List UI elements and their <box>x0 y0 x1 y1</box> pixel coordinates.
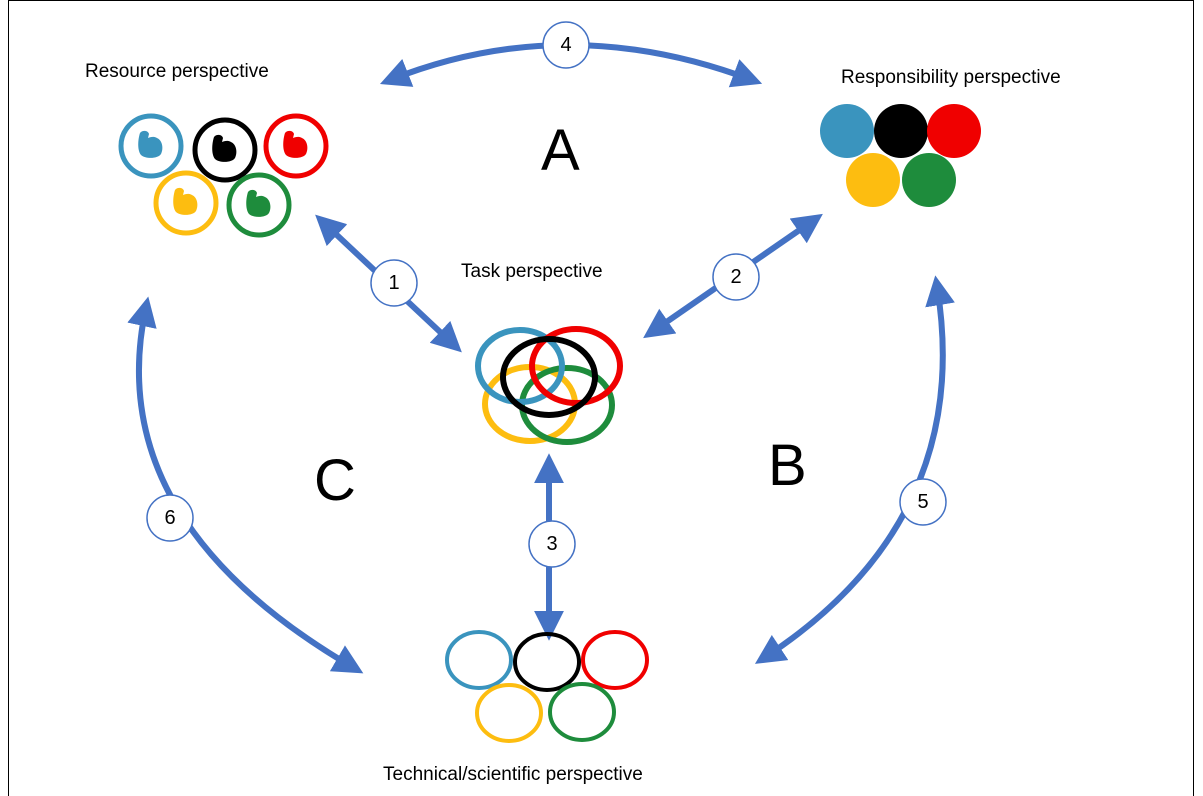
link-number-5: 5 <box>899 478 947 526</box>
resource-perspective-label: Resource perspective <box>85 61 269 82</box>
responsibility-perspective-label: Responsibility perspective <box>841 67 1061 88</box>
link-number-3: 3 <box>528 520 576 568</box>
flexed-arm-rings-icon <box>118 113 329 238</box>
link-number-2: 2 <box>712 253 760 301</box>
region-b-label: B <box>768 433 807 498</box>
region-c-label: C <box>314 448 356 513</box>
region-a-label: A <box>541 118 580 183</box>
link-numbers: 4 1 2 3 5 6 <box>146 21 947 568</box>
link-number-2-label: 2 <box>730 266 741 288</box>
link-number-1: 1 <box>370 259 418 307</box>
technical-perspective-label: Technical/scientific perspective <box>383 764 643 785</box>
link-number-4: 4 <box>542 21 590 69</box>
olympic-rings-icon <box>445 630 649 743</box>
link-number-6-label: 6 <box>164 507 175 529</box>
link-number-4-label: 4 <box>560 34 571 56</box>
link-number-5-label: 5 <box>917 491 928 513</box>
link-number-3-label: 3 <box>546 533 557 555</box>
link-number-1-label: 1 <box>388 272 399 294</box>
overlapping-olympic-rings-icon <box>475 326 623 445</box>
link-number-6: 6 <box>146 494 194 542</box>
task-perspective-label: Task perspective <box>461 261 603 282</box>
filled-olympic-circles-icon <box>820 104 981 207</box>
